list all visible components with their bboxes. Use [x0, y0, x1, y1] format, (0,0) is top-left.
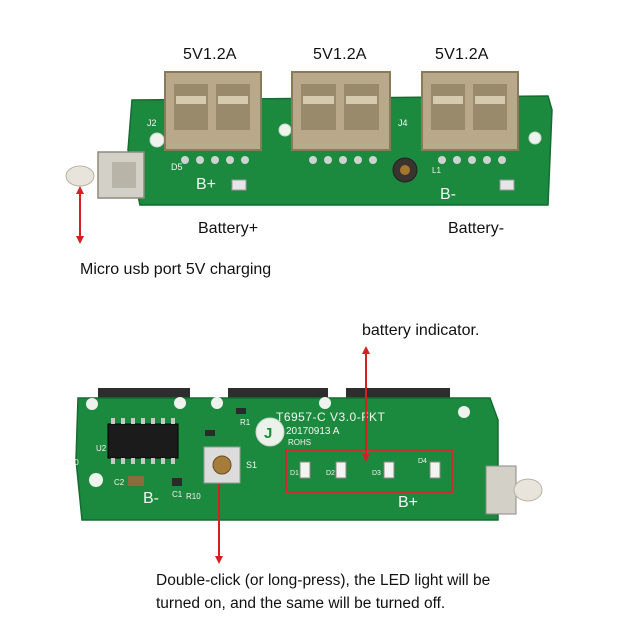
silk-model: T6957-C V3.0-FKT	[276, 410, 386, 424]
silk-d5: D5	[171, 162, 183, 172]
silk-c2: C2	[114, 478, 125, 487]
silk-u2: U2	[96, 444, 107, 453]
silk-b-minus-2: B-	[143, 490, 159, 507]
silk-j2: J2	[147, 118, 157, 128]
silk-j4: J4	[398, 118, 408, 128]
silk-b-plus: B+	[196, 176, 217, 193]
silk-s1: S1	[246, 460, 258, 470]
switch-note-line-1: Double-click (or long-press), the LED li…	[156, 572, 491, 589]
silk-l1: L1	[432, 166, 441, 175]
silk-r1: R1	[240, 418, 251, 427]
silk-d3: D3	[372, 470, 381, 477]
silk-d1: D1	[290, 470, 299, 477]
silk-d2: D2	[326, 470, 335, 477]
silk-date: 20170913 A	[286, 426, 340, 437]
usb-a-port-3	[421, 71, 519, 151]
battery-minus-label: Battery-	[448, 220, 505, 237]
battery-indicator-note: battery indicator.	[362, 322, 480, 339]
usb-a-port-1	[164, 71, 262, 151]
silk-b-plus-2: B+	[398, 494, 419, 511]
port-label-2: 5V1.2A	[313, 46, 367, 63]
switch-note-line-2: turned on, and the same will be turned o…	[156, 595, 446, 612]
svg-text:J: J	[264, 425, 272, 442]
port-label-3: 5V1.2A	[435, 46, 489, 63]
silk-d4: D4	[418, 458, 427, 465]
port-label-1: 5V1.2A	[183, 46, 237, 63]
silk-r10: R10	[186, 492, 201, 501]
silk-c10: C10	[64, 458, 79, 467]
silk-b-minus: B-	[440, 186, 456, 203]
battery-plus-label: Battery+	[198, 220, 259, 237]
silk-c1: C1	[172, 490, 183, 499]
silk-rohs: ROHS	[288, 438, 312, 447]
usb-a-port-2	[291, 71, 391, 151]
usb-note: Micro usb port 5V charging	[80, 261, 272, 278]
